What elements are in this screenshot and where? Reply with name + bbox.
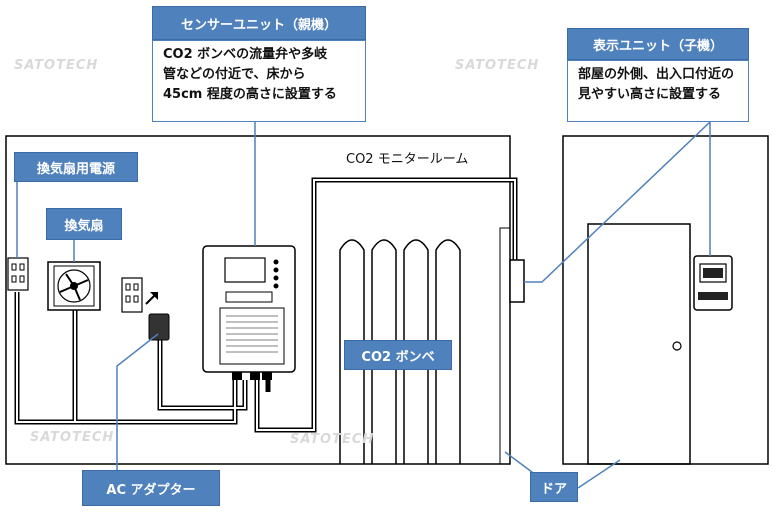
ac-outlet — [121, 277, 158, 313]
note-line: 45cm 程度の高さに設置する — [163, 87, 337, 102]
display-unit — [693, 255, 733, 311]
note-line: CO2 ボンベの流量弁や多岐 — [163, 47, 328, 62]
room-door-edge — [499, 227, 511, 465]
note-line: 管などの付近で、床から — [163, 67, 306, 82]
corridor-wall — [562, 135, 769, 465]
ventilation-fan — [47, 261, 101, 311]
door — [587, 223, 691, 465]
display-mount-box — [509, 259, 525, 303]
sensor-unit — [202, 245, 296, 380]
door-label: ドア — [530, 472, 578, 502]
display-unit-label: 表示ユニット（子機） — [567, 28, 749, 60]
co2-cylinder-label: CO2 ボンベ — [344, 340, 452, 370]
watermark: SATOTECH — [455, 58, 540, 73]
watermark: SATOTECH — [290, 432, 375, 447]
fan-power-outlet — [7, 257, 29, 291]
fan-label: 換気扇 — [46, 208, 122, 240]
co2-cylinders — [339, 239, 461, 464]
note-line: 部屋の外側、出入口付近の — [578, 67, 735, 82]
sensor-unit-note: CO2 ボンベの流量弁や多岐 管などの付近で、床から 45cm 程度の高さに設置… — [152, 40, 366, 122]
room-title: CO2 モニタールーム — [346, 152, 469, 167]
display-unit-note: 部屋の外側、出入口付近の 見やすい高さに設置する — [567, 60, 749, 122]
fan-power-label: 換気扇用電源 — [14, 152, 138, 182]
ac-adapter-label: AC アダプター — [82, 470, 220, 506]
ac-adapter — [148, 313, 170, 341]
note-line: 見やすい高さに設置する — [578, 87, 722, 102]
sensor-unit-label: センサーユニット（親機） — [152, 6, 366, 40]
watermark: SATOTECH — [30, 430, 115, 445]
watermark: SATOTECH — [14, 58, 99, 73]
